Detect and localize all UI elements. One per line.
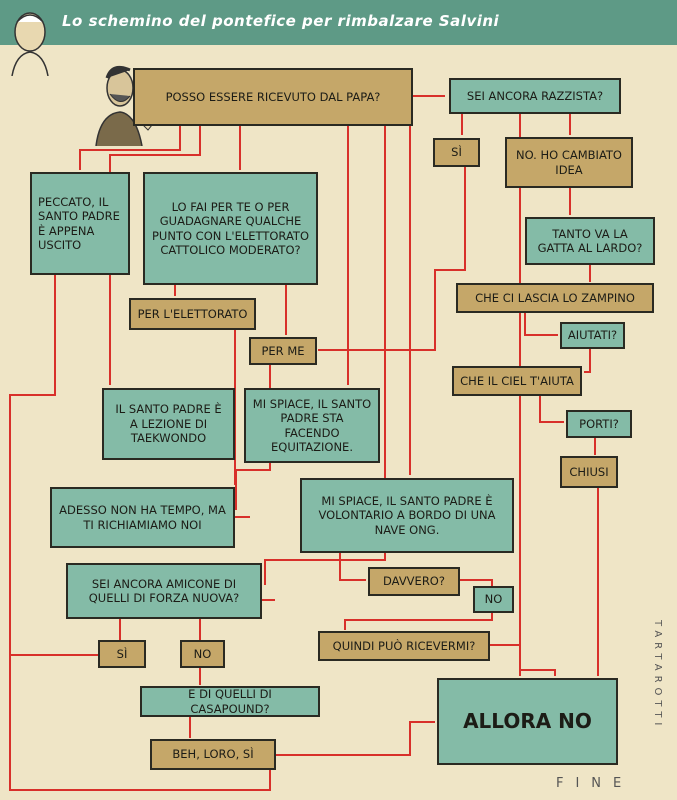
node-text: Posso essere ricevuto dal Papa?	[165, 89, 381, 104]
node-porti: Porti?	[566, 410, 632, 438]
node-no-1: No	[473, 586, 514, 613]
node-text: E di quelli di Casapound?	[188, 687, 272, 716]
node-no-2: No	[180, 640, 225, 668]
node-text: Chiusi	[569, 464, 609, 479]
node-text: Per me	[261, 343, 305, 358]
node-lofai: Lo fai per te o per guadagnare qualche p…	[143, 172, 318, 285]
node-si-1: Sì	[433, 138, 480, 167]
node-text: Lo fai per te o per guadagnare qualche p…	[151, 199, 309, 257]
page-title: Lo schemino del pontefice per rimbalzare…	[62, 12, 500, 30]
node-text: Peccato, il Santo Padre è appena uscito	[38, 194, 120, 252]
node-text: Sei ancora amicone di quelli di Forza Nu…	[88, 576, 240, 605]
salvini-portrait-icon	[95, 65, 157, 146]
node-elettorato: Per l'elettorato	[129, 298, 256, 330]
node-text: No	[484, 592, 503, 607]
node-tempo: Adesso non ha tempo, ma ti richiamiamo n…	[50, 487, 235, 548]
node-allora-no: Allora no	[437, 678, 618, 765]
node-zampino: Che ci lascia lo zampino	[456, 283, 654, 313]
node-start: Posso essere ricevuto dal Papa?	[133, 68, 413, 126]
node-perme: Per me	[249, 337, 317, 365]
node-taekwondo: Il Santo Padre è a lezione di taekwondo	[102, 388, 235, 460]
node-text: Mi spiace, il Santo Padre sta facendo eq…	[252, 396, 372, 454]
pope-portrait-icon	[11, 12, 49, 76]
node-gatta: Tanto va la gatta al lardo?	[525, 217, 655, 265]
node-cambiato: No. Ho cambiato idea	[505, 137, 633, 188]
node-text: Allora no	[463, 709, 592, 733]
node-beh: Beh, loro, sì	[150, 739, 276, 770]
node-ciel: Che il ciel t'aiuta	[452, 366, 582, 396]
node-text: Che ci lascia lo zampino	[475, 290, 635, 305]
title-banner: Lo schemino del pontefice per rimbalzare…	[0, 0, 677, 45]
node-text: Sì	[116, 646, 128, 661]
node-text: Quindi può ricevermi?	[332, 638, 476, 653]
node-peccato: Peccato, il Santo Padre è appena uscito	[30, 172, 130, 275]
node-davvero: Davvero?	[368, 567, 460, 596]
node-ong: Mi spiace, il Santo Padre è volontario a…	[300, 478, 514, 553]
node-casapound: E di quelli di Casapound?	[140, 686, 320, 717]
artist-signature: TARTAROTTI	[652, 620, 663, 731]
node-text: Il Santo Padre è a lezione di taekwondo	[115, 402, 222, 446]
node-text: Sì	[451, 145, 462, 160]
node-text: Porti?	[579, 416, 619, 431]
node-text: No	[193, 646, 212, 661]
node-text: Adesso non ha tempo, ma ti richiamiamo n…	[59, 503, 226, 532]
node-text: Sei ancora razzista?	[466, 88, 604, 103]
node-text: No. Ho cambiato idea	[515, 148, 622, 177]
node-text: Mi spiace, il Santo Padre è volontario a…	[318, 493, 496, 537]
node-aiutati: Aiutati?	[560, 322, 625, 349]
node-amicone: Sei ancora amicone di quelli di Forza Nu…	[66, 563, 262, 619]
node-text: Per l'elettorato	[137, 306, 248, 321]
node-equitazione: Mi spiace, il Santo Padre sta facendo eq…	[244, 388, 380, 463]
node-ricevermi: Quindi può ricevermi?	[318, 631, 490, 661]
node-text: Davvero?	[383, 574, 445, 589]
node-razzista: Sei ancora razzista?	[449, 78, 621, 114]
node-text: Beh, loro, sì	[172, 747, 254, 762]
fine-label: FINE	[556, 776, 634, 791]
node-chiusi: Chiusi	[560, 456, 618, 488]
node-text: Tanto va la gatta al lardo?	[537, 226, 643, 255]
node-text: Aiutati?	[567, 328, 618, 343]
node-text: Che il ciel t'aiuta	[460, 373, 574, 388]
node-si-2: Sì	[98, 640, 146, 668]
